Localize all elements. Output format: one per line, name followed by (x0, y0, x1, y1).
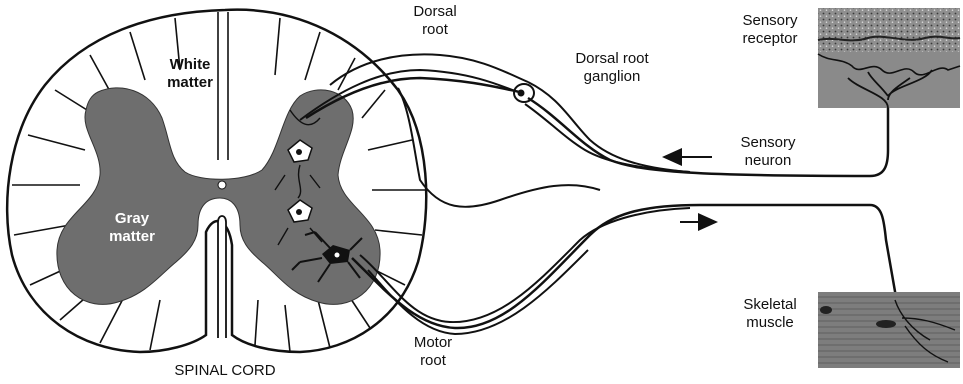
dorsal-root-label-line-1: Dorsal (400, 3, 470, 21)
motor-root-label: Motor root (398, 334, 468, 370)
dorsal-root-label: Dorsal root (400, 3, 470, 39)
gray-matter-label: Gray matter (92, 210, 172, 246)
gray-matter-label-line-2: matter (92, 228, 172, 246)
ganglion-label-line-2: ganglion (562, 68, 662, 86)
motor-neuron-fiber (352, 205, 900, 328)
arrow-left-icon (662, 148, 712, 166)
sensory-neuron-label-line-1: Sensory (728, 134, 808, 152)
motor-root-label-line-1: Motor (398, 334, 468, 352)
skeletal-muscle-label-line-1: Skeletal (730, 296, 810, 314)
dorsal-root-label-line-2: root (400, 21, 470, 39)
sensory-neuron-label-line-2: neuron (728, 152, 808, 170)
sensory-receptor-label-line-2: receptor (730, 30, 810, 48)
spinal-cord-label: SPINAL CORD (150, 362, 300, 380)
white-matter-label-line-2: matter (150, 74, 230, 92)
skeletal-muscle-label: Skeletal muscle (730, 296, 810, 332)
sensory-neuron-label: Sensory neuron (728, 134, 808, 170)
sensory-receptor-label: Sensory receptor (730, 12, 810, 48)
central-canal (218, 181, 226, 189)
dorsal-root-ganglion-label: Dorsal root ganglion (562, 50, 662, 86)
skeletal-muscle-label-line-2: muscle (730, 314, 810, 332)
motor-root-label-line-2: root (398, 352, 468, 370)
sensory-receptor-tissue (818, 8, 960, 108)
spinal-cord-label-text: SPINAL CORD (150, 362, 300, 380)
gray-matter-label-line-1: Gray (92, 210, 172, 228)
white-matter-label: White matter (150, 56, 230, 92)
white-matter-label-line-1: White (150, 56, 230, 74)
sensory-receptor-label-line-1: Sensory (730, 12, 810, 30)
skeletal-muscle-tissue (818, 292, 960, 368)
ventral-fissure (218, 216, 226, 338)
ganglion-label-line-1: Dorsal root (562, 50, 662, 68)
arrow-right-icon (680, 213, 718, 231)
